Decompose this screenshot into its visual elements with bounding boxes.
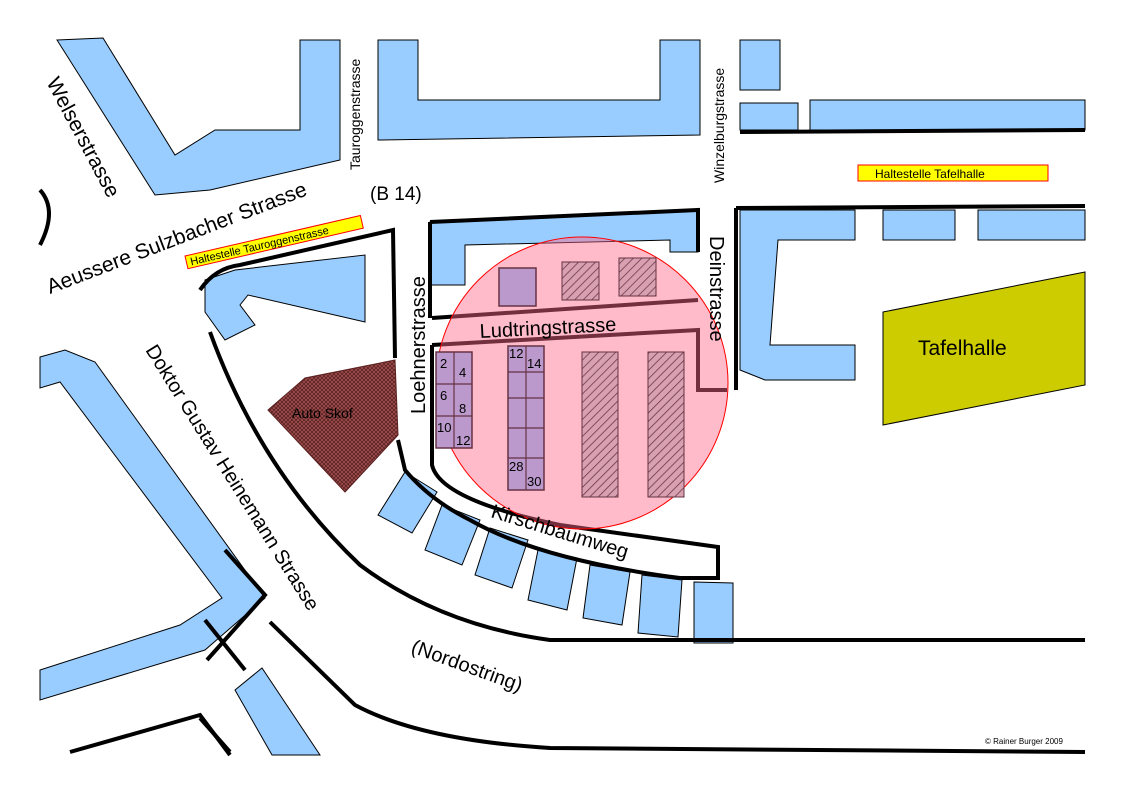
house-number: 8 <box>459 401 466 416</box>
plot <box>561 261 600 301</box>
building-block <box>977 209 1086 241</box>
house-number: 12 <box>509 346 523 361</box>
parking-bay <box>693 581 734 644</box>
bus-stop-label: Haltestelle Tafelhalle <box>875 167 985 181</box>
road-edge <box>396 345 720 580</box>
house-number: 30 <box>527 474 541 489</box>
street-label-winzelburgstrasse: Winzelburgstrasse <box>711 68 727 183</box>
street-label-deinstrasse: Deinstrasse <box>705 236 727 342</box>
house-number: 4 <box>459 365 466 380</box>
house-number: 10 <box>437 420 451 435</box>
building-block <box>377 39 701 141</box>
buildings <box>39 37 1086 756</box>
copyright: © Rainer Burger 2009 <box>985 737 1063 746</box>
building-block <box>234 667 321 756</box>
building-block <box>39 349 266 701</box>
auto-skof-label: Auto Skof <box>292 405 353 421</box>
road-edge <box>203 618 247 672</box>
house-number: 28 <box>509 459 523 474</box>
house-plots-left <box>435 351 473 449</box>
roads <box>38 128 1086 757</box>
parking-bay <box>637 574 683 638</box>
plot <box>581 351 619 498</box>
road-edge <box>429 207 700 252</box>
road-edge <box>735 204 1086 210</box>
bus-stop-tafelhalle[interactable]: Haltestelle Tafelhalle <box>857 164 1049 182</box>
building-block <box>739 102 799 131</box>
parking-bay <box>424 504 481 566</box>
road-edge <box>38 188 51 246</box>
parking-bay <box>377 471 438 534</box>
plot <box>498 267 537 307</box>
house-plots-right <box>507 345 545 491</box>
road-edge <box>205 548 268 662</box>
road-edge <box>198 227 397 359</box>
road-edge <box>431 298 699 320</box>
road-edge <box>198 716 232 754</box>
road-edge <box>431 327 727 392</box>
tafelhalle-label: Tafelhalle <box>918 337 1007 360</box>
plot <box>618 257 657 297</box>
building-block <box>56 37 341 196</box>
parking-bay <box>474 527 529 589</box>
parking-bay <box>582 564 631 626</box>
tafelhalle-building[interactable] <box>882 271 1086 426</box>
road-edge <box>268 620 1086 754</box>
auto-skof-area[interactable] <box>267 359 399 493</box>
road-edge <box>739 128 1086 134</box>
building-block <box>809 99 1086 131</box>
street-label-b14: (B 14) <box>370 184 422 205</box>
road-edge <box>208 331 1085 642</box>
street-label-loehnerstrasse: Loehnerstrasse <box>408 276 430 414</box>
building-block <box>739 209 856 381</box>
building-block <box>882 209 956 241</box>
house-number: 2 <box>440 356 447 371</box>
street-label-tauroggenstrasse: Tauroggenstrasse <box>347 58 363 170</box>
building-block <box>204 254 366 341</box>
house-number: 14 <box>527 356 541 371</box>
street-label-nordostring: (Nordostring) <box>408 636 525 697</box>
house-number: 6 <box>440 388 447 403</box>
house-number: 12 <box>456 433 470 448</box>
road-edge <box>69 712 232 757</box>
building-block <box>739 39 781 91</box>
plot <box>647 351 685 498</box>
